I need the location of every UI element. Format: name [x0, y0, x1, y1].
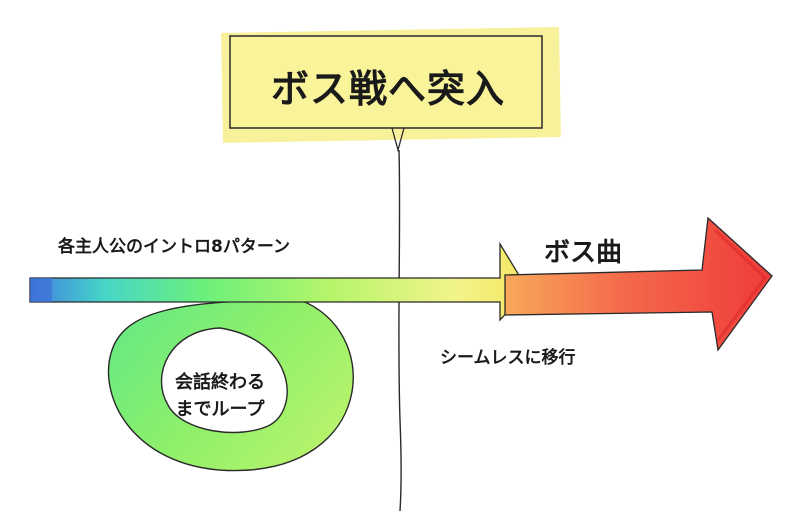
loop-label-line2: までループ	[175, 399, 265, 420]
loop-label-line1: 会話終わる	[175, 372, 265, 393]
loop-shape	[107, 299, 354, 472]
boss-label: ボス曲	[544, 238, 623, 268]
divider-line	[398, 149, 402, 511]
seamless-label: シームレスに移行	[440, 348, 576, 368]
boss-arrow	[504, 216, 773, 352]
intro-label: 各主人公のイントロ8パターン	[58, 237, 290, 257]
title-sign	[221, 27, 561, 153]
title-text: ボス戦へ突入	[270, 67, 505, 111]
